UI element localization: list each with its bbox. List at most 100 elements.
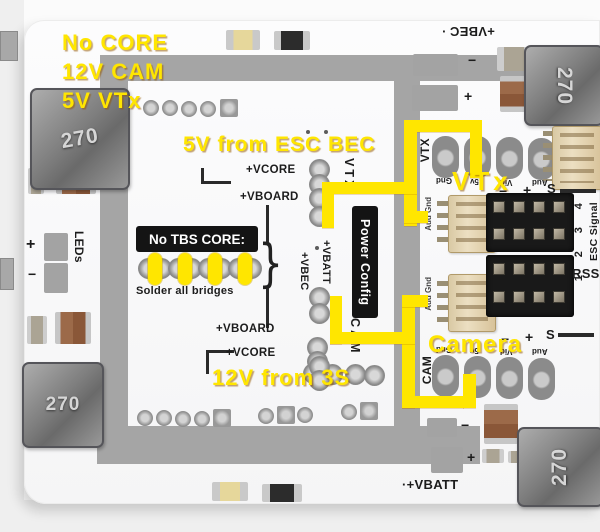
vtx-row-label: VTX	[418, 138, 432, 163]
silkscreen-frame-bottom	[97, 426, 480, 464]
annotation-note-line3: 5V VTx	[62, 88, 142, 113]
header-pin	[533, 263, 545, 275]
signal-line	[558, 333, 594, 337]
solder-pad	[412, 85, 458, 111]
bridge-highlight	[178, 253, 192, 285]
connector-slots	[456, 202, 488, 246]
pad	[175, 411, 191, 427]
plus-label: +	[523, 182, 532, 198]
pointer-line	[201, 181, 231, 184]
pad	[156, 410, 172, 426]
signal-line	[560, 189, 596, 193]
annotation-esc-bec: 5V from ESC BEC	[183, 133, 376, 156]
pad	[258, 408, 274, 424]
resistor-bottom	[262, 484, 302, 502]
annotation-note-line1: No CORE	[62, 30, 168, 55]
leds-label: LEDs	[72, 231, 86, 263]
header-pin	[513, 263, 525, 275]
minus-label: −	[28, 266, 37, 282]
via-dot	[324, 130, 328, 134]
capacitor	[27, 316, 47, 344]
jst-connector-right-edge	[552, 126, 600, 190]
minus-label: −	[468, 52, 477, 68]
annotation-vtx: VTx	[452, 166, 512, 196]
header-pin	[553, 291, 565, 303]
inductor-value-label: 270	[59, 123, 101, 154]
vbec-bridge-pad	[309, 303, 330, 324]
mark-dot: ·	[402, 477, 407, 492]
pin-number: 2	[573, 250, 586, 258]
header-pin	[553, 227, 565, 240]
inductor-top-left: 270	[30, 88, 130, 190]
led-strip-pad-minus	[44, 263, 68, 293]
header-pin	[533, 227, 545, 240]
annotation-note-line2: 12V CAM	[62, 59, 165, 84]
vtx-pad-5v	[432, 136, 459, 178]
plus-label: +	[525, 329, 534, 345]
pad-label: Gnd	[436, 176, 452, 185]
yellow-line-vbec-arm	[330, 332, 415, 344]
pad	[220, 99, 238, 117]
yellow-line-cam-pad-stub	[463, 374, 476, 408]
minus-label: −	[501, 331, 510, 347]
pad	[181, 101, 197, 117]
capacitor	[484, 404, 518, 444]
header-pin	[493, 291, 505, 303]
signal-label: S	[546, 327, 555, 342]
header-pin	[513, 201, 525, 213]
connector-pins	[437, 281, 449, 327]
inductor-bottom-right: 270	[517, 427, 600, 507]
annotation-from-3s: 12V from 3S	[212, 365, 351, 390]
led-strip-pad-plus	[44, 233, 68, 261]
connector-slots	[560, 133, 594, 183]
power-config-badge: Power Config	[352, 206, 378, 318]
cam-pad-aud	[528, 358, 555, 400]
header-pin	[493, 263, 505, 275]
pin-number: 3	[573, 226, 586, 234]
header-pin	[533, 201, 545, 213]
capacitor	[55, 312, 91, 344]
header-pin	[553, 263, 565, 275]
header-pin	[533, 291, 545, 303]
vbatt-label: +VBATT	[320, 240, 332, 285]
pad	[341, 404, 357, 420]
header-pin	[513, 227, 525, 240]
esc-signal-label: ESC Signal	[588, 202, 600, 262]
pad	[297, 407, 313, 423]
connector-pins	[437, 201, 449, 247]
inductor-top-right: 270	[524, 45, 600, 126]
edge-component-left	[0, 258, 14, 290]
yellow-line-cam-vertical	[402, 295, 415, 408]
minus-label: −	[499, 183, 508, 199]
pad	[360, 402, 378, 420]
yellow-line-cam-bottom	[402, 396, 464, 408]
vboard-top-label: +VBOARD	[240, 191, 299, 203]
led-bottom	[212, 482, 248, 501]
pointer-line	[206, 350, 234, 353]
header-pin	[553, 201, 565, 213]
mark-dot: ·	[441, 24, 446, 39]
yellow-line-vtx-top	[404, 120, 482, 132]
pad	[137, 410, 153, 426]
bridge-highlight	[208, 253, 222, 285]
plus-label: +	[467, 449, 476, 465]
yellow-line-vboard-stub	[322, 182, 334, 228]
capacitor	[482, 449, 504, 463]
connector-pins	[543, 131, 553, 181]
vcore-top-label: +VCORE	[246, 164, 296, 176]
vbec-label: +VBEC	[298, 252, 310, 291]
vbec-bridge-pad	[309, 287, 330, 308]
pad	[213, 409, 231, 427]
pin-number: 4	[573, 202, 586, 210]
no-tbs-core-text: No TBS CORE:	[149, 231, 245, 247]
solder-pad	[413, 54, 458, 76]
bridge-highlight	[238, 253, 252, 285]
pad	[364, 365, 385, 386]
inductor-bottom-left: 270	[22, 362, 104, 448]
resistor-top	[274, 31, 310, 50]
led-top	[226, 30, 260, 50]
power-config-text: Power Config	[358, 218, 372, 306]
vbec-edge-text: +VBEC	[449, 24, 495, 39]
pointer-line	[201, 168, 204, 184]
